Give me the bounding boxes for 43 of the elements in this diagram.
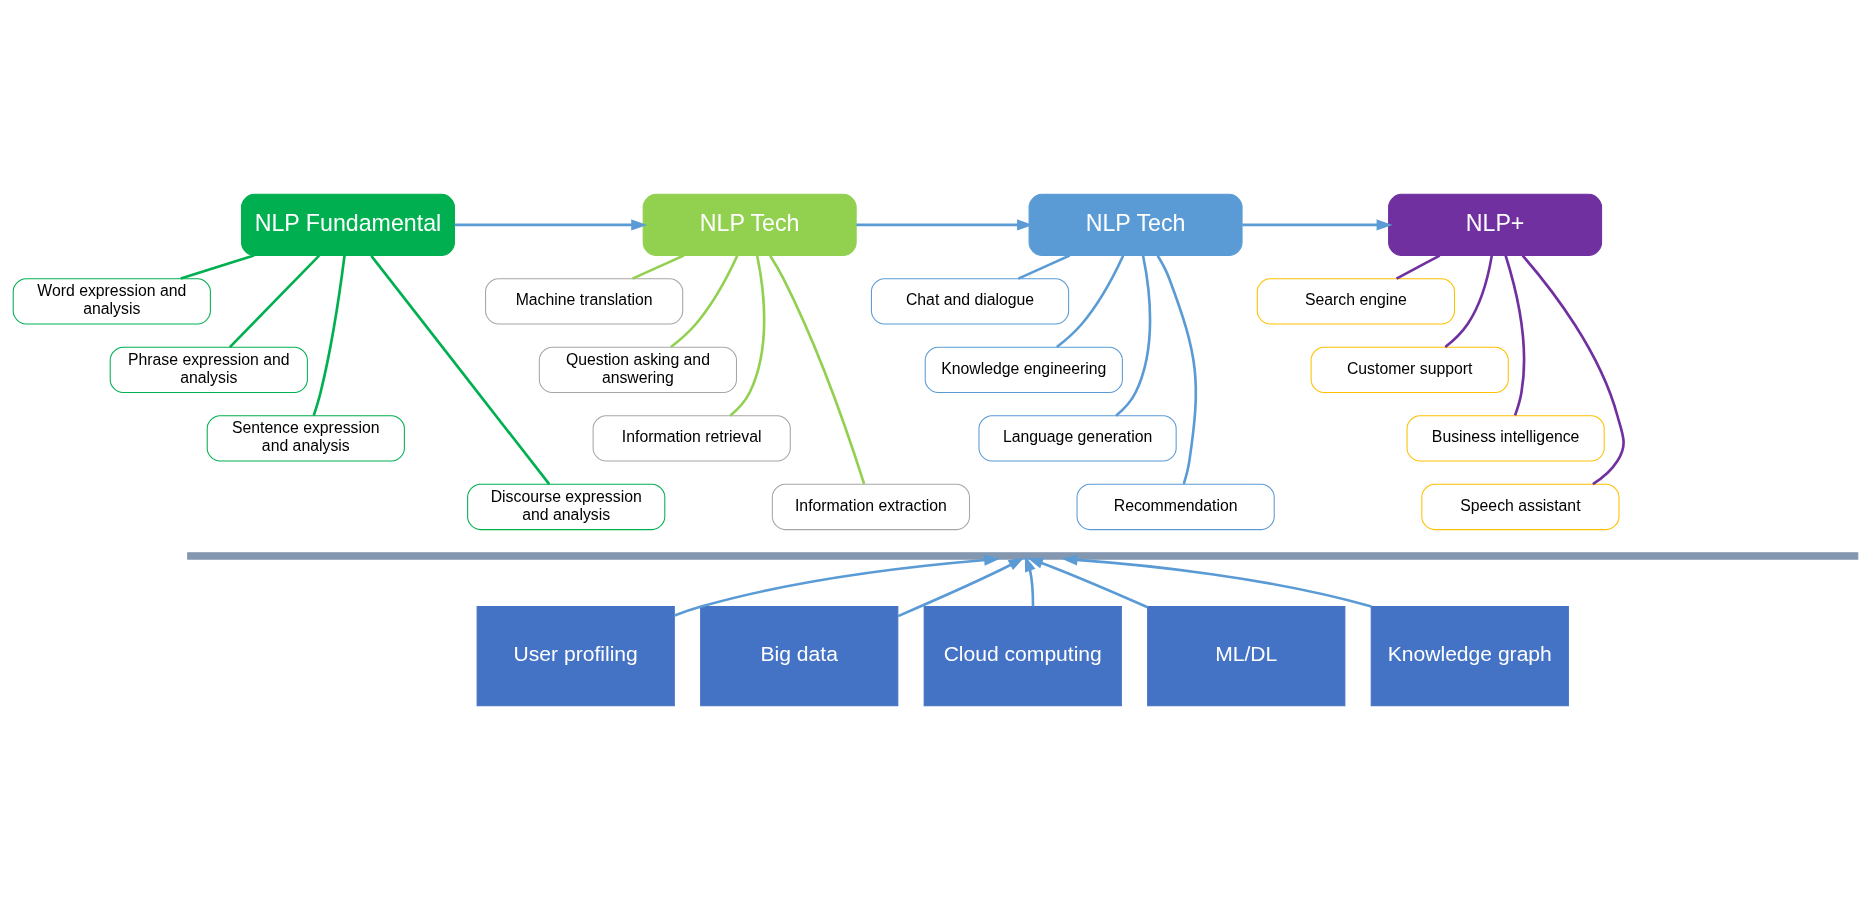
connector xyxy=(631,253,684,280)
connector xyxy=(311,255,346,416)
node-box: NLP+ xyxy=(1387,193,1602,256)
node-box: Search engine xyxy=(1256,277,1455,325)
connector xyxy=(1017,253,1070,280)
node-box: Recommendation xyxy=(1076,483,1275,530)
node-box: ML/DL xyxy=(1146,605,1345,706)
node-box: Customer support xyxy=(1310,346,1509,393)
connector xyxy=(1156,254,1197,484)
node-box: NLP Tech xyxy=(642,193,857,256)
arrow xyxy=(673,554,1000,617)
node-box: Big data xyxy=(699,605,898,706)
arrow xyxy=(1026,557,1148,608)
node-box: Language generation xyxy=(977,414,1177,462)
node-box: Information extraction xyxy=(771,483,970,530)
node-box: Phrase expression and analysis xyxy=(109,346,308,393)
arrow xyxy=(1241,218,1392,230)
arrow xyxy=(454,218,647,230)
connector xyxy=(768,254,865,484)
node-box: NLP Fundamental xyxy=(240,193,455,256)
node-box: User profiling xyxy=(476,605,675,706)
node-box: Information retrieval xyxy=(592,414,791,462)
node-box: NLP Tech xyxy=(1028,193,1243,256)
node-box: Cloud computing xyxy=(923,605,1122,706)
node-box: Knowledge engineering xyxy=(924,346,1123,393)
node-box: Machine translation xyxy=(484,277,683,325)
node-box: Sentence expression and analysis xyxy=(206,414,405,462)
node-box: Speech assistant xyxy=(1420,483,1619,530)
node-box: Knowledge graph xyxy=(1370,605,1569,706)
node-box: Question asking and answering xyxy=(538,346,737,393)
connector xyxy=(228,254,320,348)
arrow xyxy=(1061,553,1372,608)
connector xyxy=(1503,254,1525,416)
node-box: Word expression and analysis xyxy=(12,277,211,325)
connector xyxy=(1395,253,1440,280)
connector xyxy=(369,254,550,485)
connector xyxy=(179,253,254,280)
node-box: Discourse expression and analysis xyxy=(466,483,665,530)
node-box: Business intelligence xyxy=(1406,414,1605,462)
arrow xyxy=(897,557,1024,617)
arrow xyxy=(1024,555,1035,606)
node-box: Chat and dialogue xyxy=(870,277,1069,325)
node-bar xyxy=(186,551,1858,560)
